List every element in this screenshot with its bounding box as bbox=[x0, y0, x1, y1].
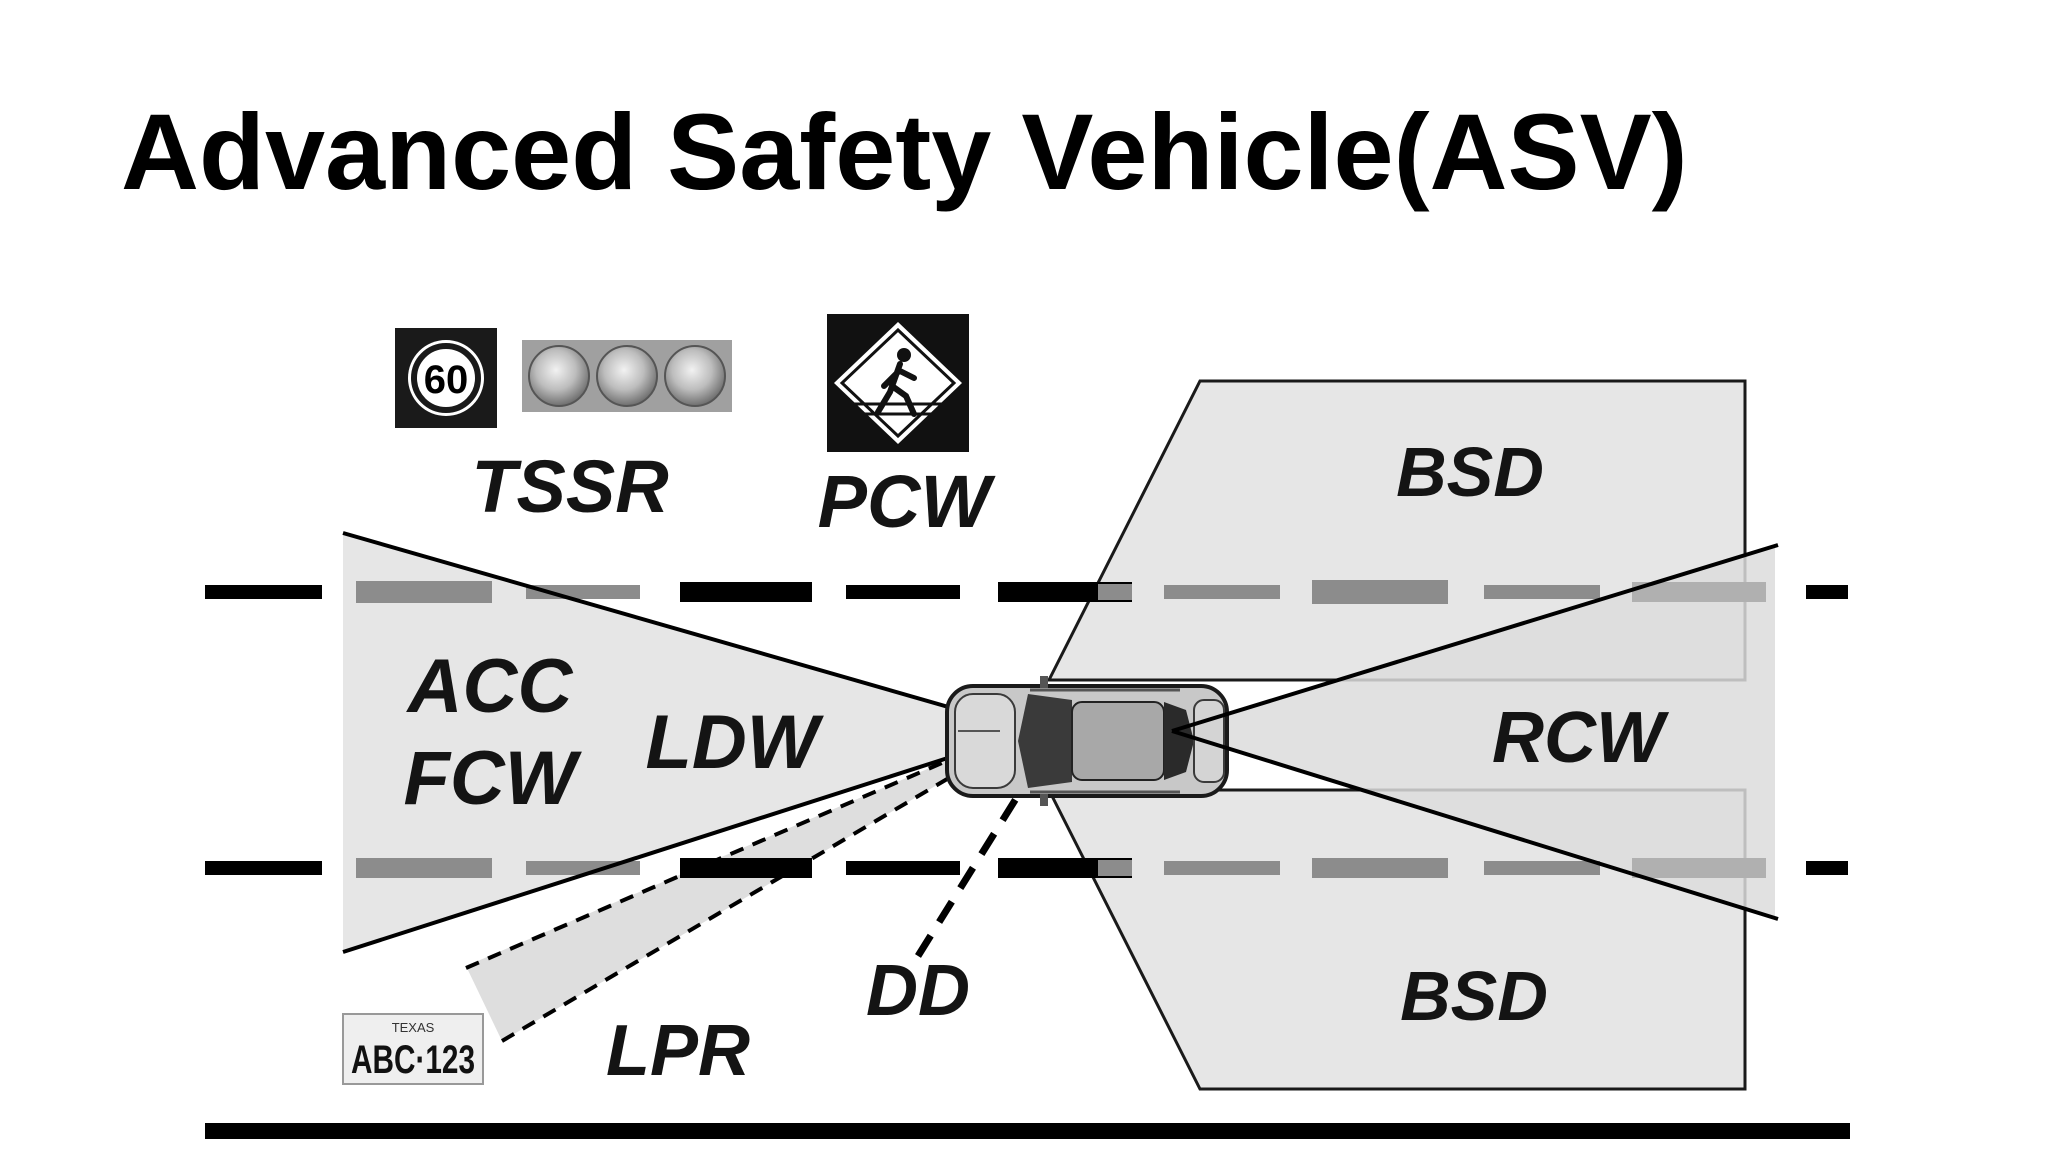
label-dd: DD bbox=[866, 951, 970, 1031]
label-ldw: LDW bbox=[645, 700, 824, 785]
label-bsd-bottom: BSD bbox=[1400, 957, 1548, 1035]
traffic-light-icon bbox=[522, 340, 732, 412]
license-plate: TEXAS ABC·123 bbox=[342, 1013, 484, 1085]
car bbox=[945, 676, 1229, 806]
label-bsd-top: BSD bbox=[1396, 433, 1544, 511]
label-fcw: FCW bbox=[403, 736, 582, 821]
pedestrian-crossing-sign bbox=[827, 314, 969, 452]
acc-fcw-zone bbox=[343, 533, 1032, 952]
rcw-lines bbox=[1171, 543, 1779, 921]
label-pcw: PCW bbox=[818, 460, 997, 543]
label-lpr: LPR bbox=[606, 1011, 750, 1091]
label-rcw: RCW bbox=[1492, 698, 1670, 778]
speed-limit-value: 60 bbox=[424, 358, 469, 402]
plate-number: ABC·123 bbox=[351, 1038, 475, 1082]
label-tssr: TSSR bbox=[471, 445, 668, 528]
speed-limit-sign: 60 bbox=[395, 328, 497, 428]
slide-title: Advanced Safety Vehicle(ASV) bbox=[121, 91, 1688, 212]
plate-state: TEXAS bbox=[392, 1020, 435, 1035]
rcw-zone bbox=[1172, 545, 1775, 919]
dd-dashed-line bbox=[915, 779, 1030, 958]
front-sensor-lines bbox=[342, 531, 1033, 954]
lpr-beam bbox=[466, 741, 993, 1041]
label-acc: ACC bbox=[406, 644, 574, 729]
